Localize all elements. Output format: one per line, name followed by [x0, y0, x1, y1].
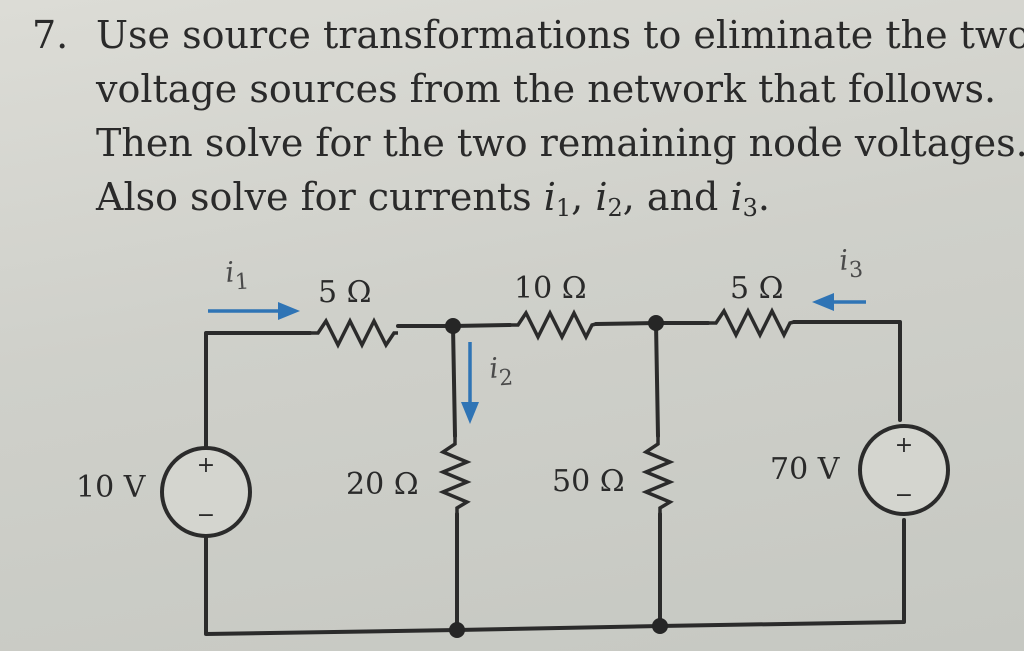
voltage-source-right: + − [858, 424, 950, 516]
wire-left-top [204, 331, 312, 457]
resistor-top-right [708, 307, 795, 339]
label-source-left: 10 V [76, 470, 147, 505]
current-var-i2: i2 [595, 175, 623, 222]
current-var-i3: i3 [730, 175, 758, 222]
wire-node-a-down [451, 324, 457, 438]
resistor-shunt-left [438, 436, 472, 514]
node-a [445, 318, 461, 334]
wire-bottom-middle [455, 624, 662, 632]
wire-node-a-to-10ohm [451, 323, 512, 328]
current-label-i3: i3 [838, 242, 864, 284]
resistor-shunt-right [641, 436, 675, 514]
wire-node-b-down [654, 321, 660, 438]
wire-right-bottom [658, 518, 906, 628]
label-r-top-middle: 10 Ω [514, 271, 587, 306]
problem-line-1: Use source transformations to eliminate … [96, 13, 1024, 57]
line-4-end: . [757, 175, 770, 219]
problem-line-4: Also solve for currents i1, i2, and i3. [96, 170, 770, 235]
node-bottom-left [449, 622, 465, 638]
current-arrow-i3 [812, 293, 866, 311]
line-4-prefix: Also solve for currents [96, 175, 544, 219]
problem-line-2: voltage sources from the network that fo… [96, 67, 997, 111]
resistor-top-middle [510, 309, 597, 341]
source-right-plus: + [895, 433, 913, 458]
current-label-i1: i1 [224, 254, 250, 296]
label-r-top-right: 5 Ω [730, 271, 784, 306]
wire-right-top [792, 320, 902, 422]
current-label-i2: i2 [488, 350, 514, 392]
source-right-minus: − [895, 483, 913, 508]
label-r-shunt-right: 50 Ω [552, 464, 625, 499]
problem-line-3: Then solve for the two remaining node vo… [96, 121, 1024, 165]
current-var-i1: i1 [543, 175, 572, 222]
source-left-minus: − [197, 503, 215, 528]
resistor-top-left [310, 317, 398, 349]
line-4-separator-2: , and [622, 175, 731, 219]
label-source-right: 70 V [770, 452, 841, 487]
wire-left-bottom [204, 536, 459, 636]
wire-10ohm-to-node-b [594, 321, 658, 326]
voltage-source-left: + − [160, 446, 252, 538]
current-arrow-i1 [208, 302, 300, 320]
current-arrow-i2 [461, 342, 479, 424]
problem-number: 7. [32, 13, 69, 57]
label-r-shunt-left: 20 Ω [346, 467, 419, 502]
label-r-top-left: 5 Ω [318, 275, 372, 310]
node-bottom-right [652, 618, 668, 634]
source-left-plus: + [197, 453, 215, 478]
node-b [648, 315, 664, 331]
line-4-separator-1: , [571, 175, 596, 219]
